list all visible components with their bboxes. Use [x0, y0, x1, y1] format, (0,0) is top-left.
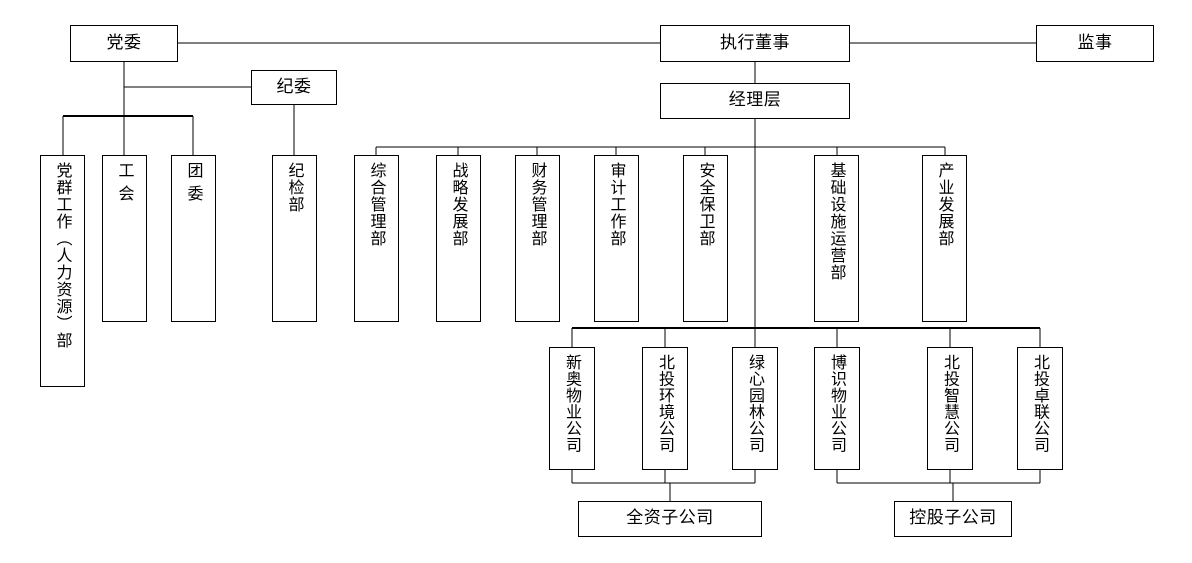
node-label-boshi-property: 博识物业公司 — [828, 354, 847, 453]
node-label-finance-management-dept: 财务管理部 — [528, 162, 548, 247]
node-label-audit-work-dept: 审计工作部 — [607, 162, 627, 247]
node-label-wholly-owned-subsidiary: 全资子公司 — [626, 508, 714, 529]
node-label-manager-level: 经理层 — [728, 90, 782, 111]
node-label-labor-union: 工会 — [115, 162, 135, 208]
node-label-holding-subsidiary: 控股子公司 — [909, 508, 997, 529]
node-industry-development-dept[interactable]: 产业发展部 — [922, 155, 967, 322]
node-label-infrastructure-operations-dept: 基础设施运营部 — [827, 162, 847, 281]
node-manager-level[interactable]: 经理层 — [660, 83, 850, 119]
node-label-industry-development-dept: 产业发展部 — [935, 162, 955, 247]
node-general-management-dept[interactable]: 综合管理部 — [354, 155, 399, 322]
node-label-strategy-development-dept: 战略发展部 — [449, 162, 469, 247]
node-label-party-committee: 党委 — [106, 32, 142, 53]
node-beitou-zhuolian[interactable]: 北投卓联公司 — [1017, 347, 1063, 470]
node-label-executive-director: 执行董事 — [720, 32, 790, 53]
node-party-mass-hr-dept[interactable]: 党群工作（人力资源）部 — [40, 155, 85, 387]
node-security-dept[interactable]: 安全保卫部 — [683, 155, 728, 322]
node-label-xinao-property: 新奥物业公司 — [563, 354, 582, 453]
node-executive-director[interactable]: 执行董事 — [660, 25, 850, 62]
node-label-beitou-zhuolian: 北投卓联公司 — [1031, 354, 1050, 453]
node-label-supervisor: 监事 — [1077, 32, 1113, 53]
node-label-discipline-committee: 纪委 — [276, 76, 312, 97]
node-strategy-development-dept[interactable]: 战略发展部 — [436, 155, 481, 322]
node-label-beitou-smart: 北投智慧公司 — [941, 354, 960, 453]
node-youth-league[interactable]: 团委 — [171, 155, 216, 322]
node-lvxin-garden[interactable]: 绿心园林公司 — [732, 347, 778, 470]
node-finance-management-dept[interactable]: 财务管理部 — [515, 155, 560, 322]
node-boshi-property[interactable]: 博识物业公司 — [814, 347, 860, 470]
node-infrastructure-operations-dept[interactable]: 基础设施运营部 — [814, 155, 859, 322]
node-label-general-management-dept: 综合管理部 — [367, 162, 387, 247]
node-label-youth-league: 团委 — [184, 162, 204, 208]
node-label-beitou-environment: 北投环境公司 — [656, 354, 675, 453]
node-xinao-property[interactable]: 新奥物业公司 — [549, 347, 595, 470]
node-beitou-environment[interactable]: 北投环境公司 — [642, 347, 688, 470]
node-party-committee[interactable]: 党委 — [70, 25, 178, 62]
node-discipline-inspection-dept[interactable]: 纪检部 — [272, 155, 317, 322]
node-discipline-committee[interactable]: 纪委 — [251, 70, 337, 105]
node-label-party-mass-hr-dept: 党群工作（人力资源）部 — [53, 162, 73, 349]
node-label-discipline-inspection-dept: 纪检部 — [285, 162, 305, 213]
node-label-security-dept: 安全保卫部 — [696, 162, 716, 247]
node-label-lvxin-garden: 绿心园林公司 — [746, 354, 765, 453]
node-holding-subsidiary[interactable]: 控股子公司 — [894, 501, 1012, 537]
node-wholly-owned-subsidiary[interactable]: 全资子公司 — [578, 501, 762, 537]
node-audit-work-dept[interactable]: 审计工作部 — [594, 155, 639, 322]
node-supervisor[interactable]: 监事 — [1036, 25, 1154, 62]
node-labor-union[interactable]: 工会 — [102, 155, 147, 322]
node-beitou-smart[interactable]: 北投智慧公司 — [927, 347, 973, 470]
